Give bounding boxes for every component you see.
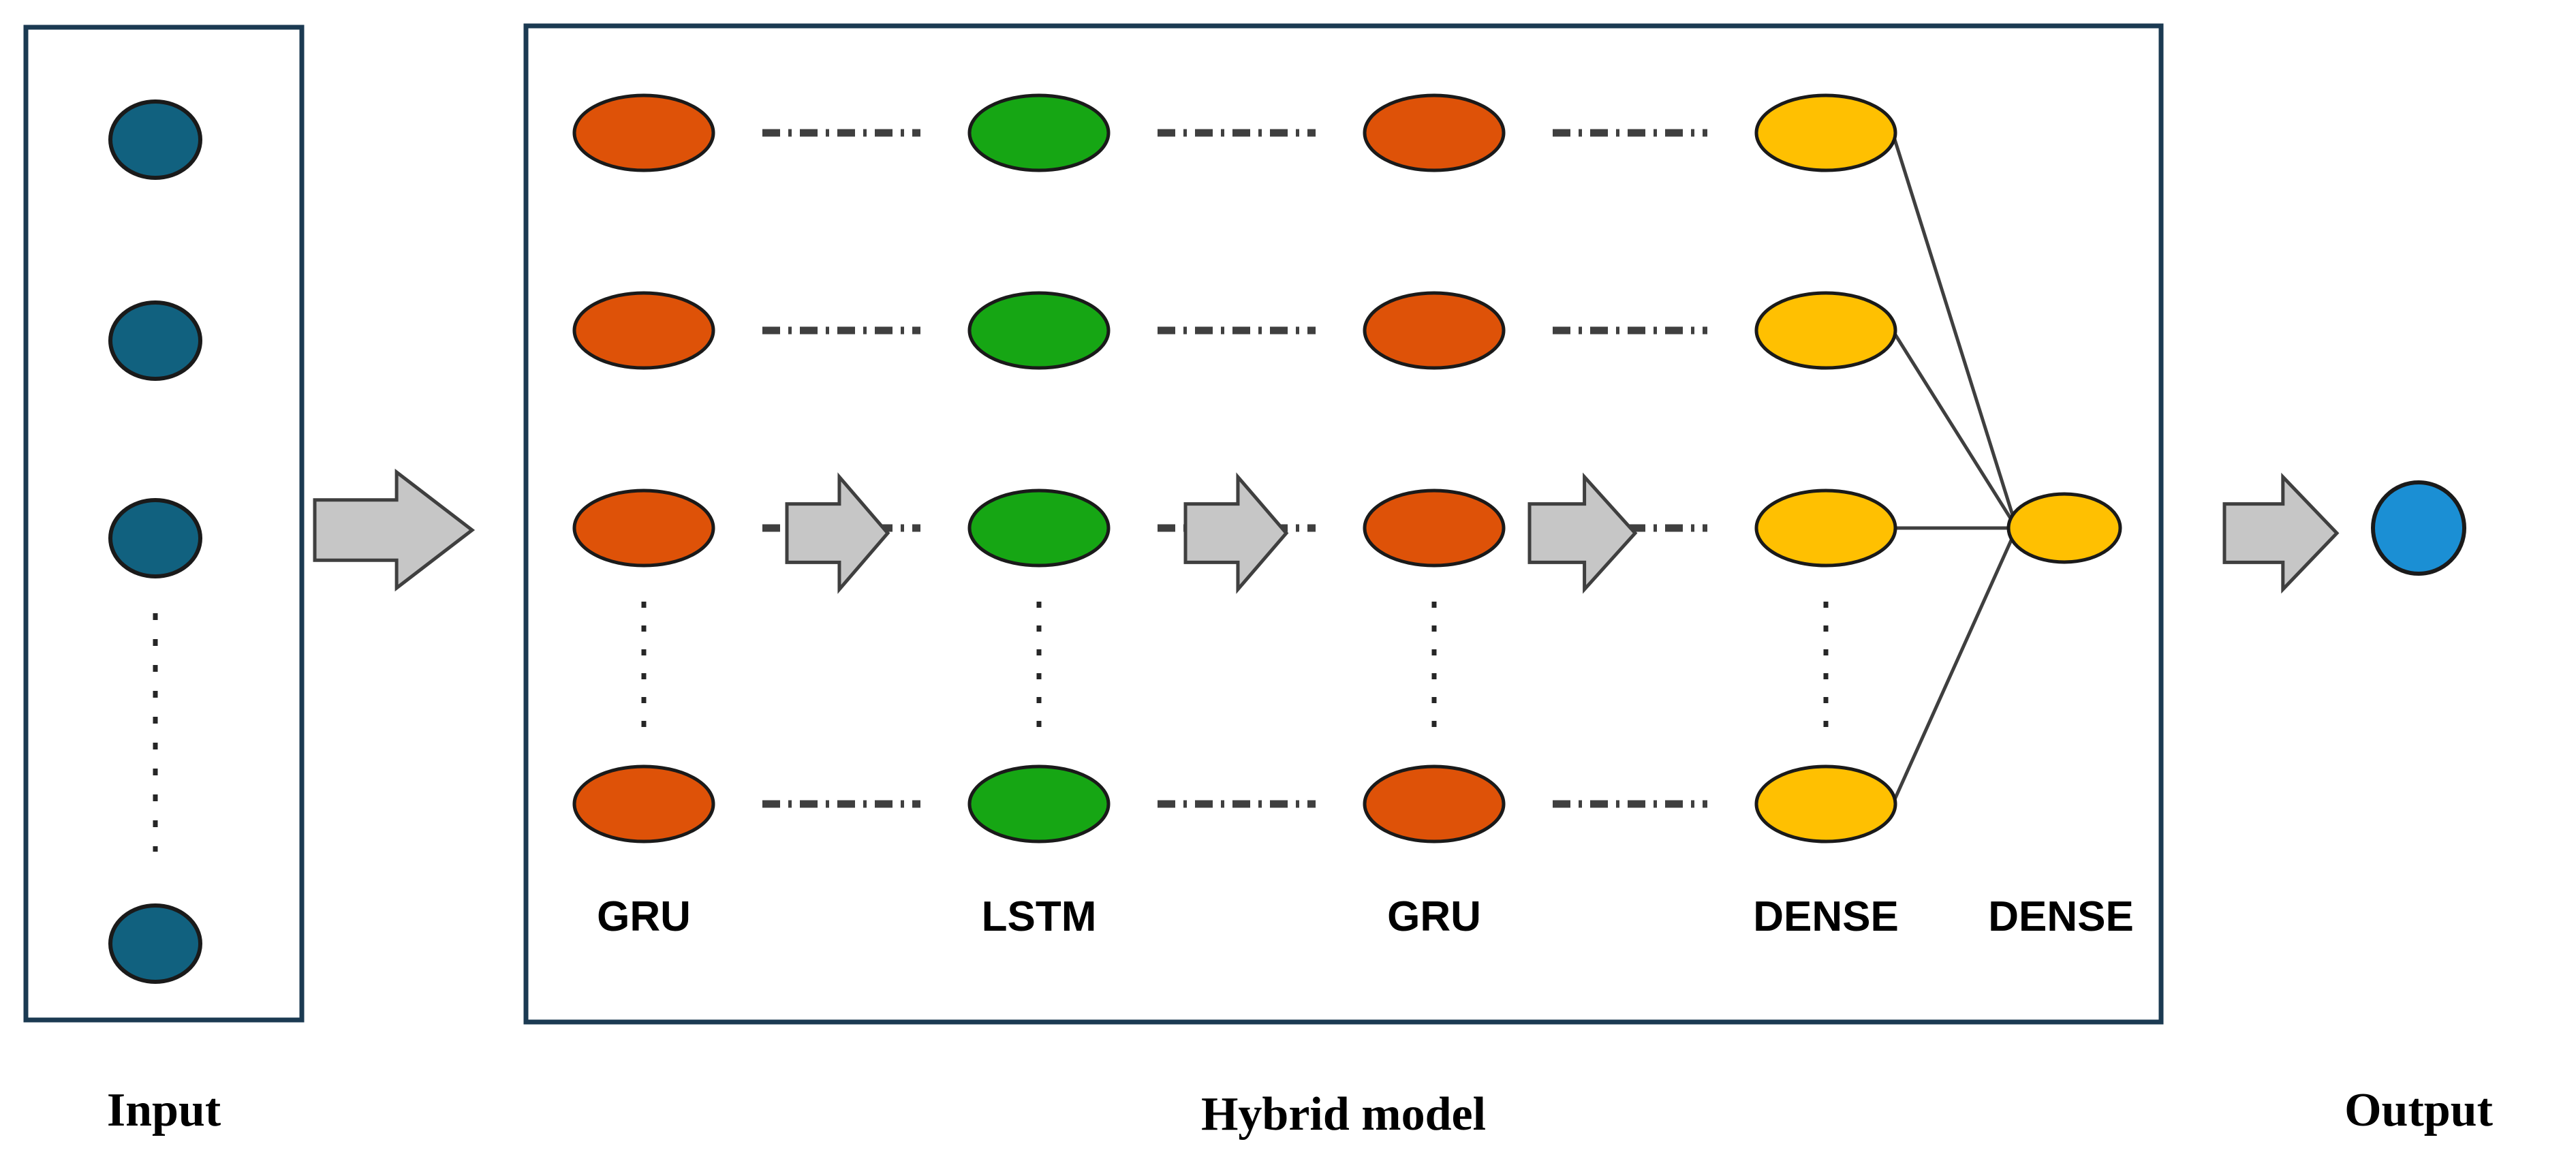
dense-fanin-edges bbox=[1891, 132, 2019, 805]
arrow-gru1-to-lstm bbox=[785, 472, 890, 594]
node-lstm-1-3 bbox=[967, 489, 1111, 568]
arrow-lstm-to-gru2 bbox=[1183, 472, 1289, 594]
output-node bbox=[2371, 480, 2466, 576]
layer-label-dense-2: DENSE bbox=[1988, 893, 2134, 940]
hybrid-caption: Hybrid model bbox=[1200, 1088, 1487, 1141]
node-gru-1-2 bbox=[572, 291, 715, 370]
input-node-3 bbox=[108, 498, 202, 578]
arrow-hybrid-to-output bbox=[2222, 472, 2340, 594]
hybrid-container-box bbox=[523, 23, 2164, 1025]
node-gru-1-3 bbox=[572, 489, 715, 568]
input-node-4 bbox=[108, 903, 202, 984]
node-gru-2-1 bbox=[1363, 93, 1506, 172]
output-caption: Output bbox=[2344, 1084, 2493, 1136]
node-gru-2-4 bbox=[1363, 764, 1506, 843]
node-lstm-1-1 bbox=[967, 93, 1111, 172]
fanin-edge-4 bbox=[1891, 527, 2019, 805]
input-container-box bbox=[23, 25, 305, 1023]
node-dense-1-4 bbox=[1754, 764, 1897, 843]
layer-label-lstm-1: LSTM bbox=[981, 893, 1097, 940]
input-caption: Input bbox=[106, 1084, 221, 1136]
layer-label-dense-1: DENSE bbox=[1753, 893, 1899, 940]
flow-arrows bbox=[313, 468, 2340, 594]
layer-label-gru-1: GRU bbox=[597, 893, 691, 940]
node-dense-1-3 bbox=[1754, 489, 1897, 568]
node-gru-1-1 bbox=[572, 93, 715, 172]
node-dense-1-1 bbox=[1754, 93, 1897, 172]
node-lstm-1-2 bbox=[967, 291, 1111, 370]
input-node-1 bbox=[108, 99, 202, 180]
arrow-input-to-hybrid bbox=[313, 468, 476, 592]
neuron-nodes bbox=[108, 93, 2466, 984]
node-dense-1-2 bbox=[1754, 291, 1897, 370]
layer-connectors bbox=[762, 129, 1707, 808]
input-node-2 bbox=[108, 300, 202, 381]
node-gru-2-2 bbox=[1363, 291, 1506, 370]
node-gru-2-3 bbox=[1363, 489, 1506, 568]
node-dense-2-1 bbox=[2006, 492, 2122, 564]
node-gru-1-4 bbox=[572, 764, 715, 843]
node-lstm-1-4 bbox=[967, 764, 1111, 843]
fanin-edge-2 bbox=[1891, 329, 2019, 529]
container-boxes bbox=[23, 23, 2164, 1025]
fanin-edge-1 bbox=[1891, 132, 2019, 529]
layer-label-gru-2: GRU bbox=[1387, 893, 1481, 940]
arrow-gru2-to-dense bbox=[1527, 472, 1638, 594]
